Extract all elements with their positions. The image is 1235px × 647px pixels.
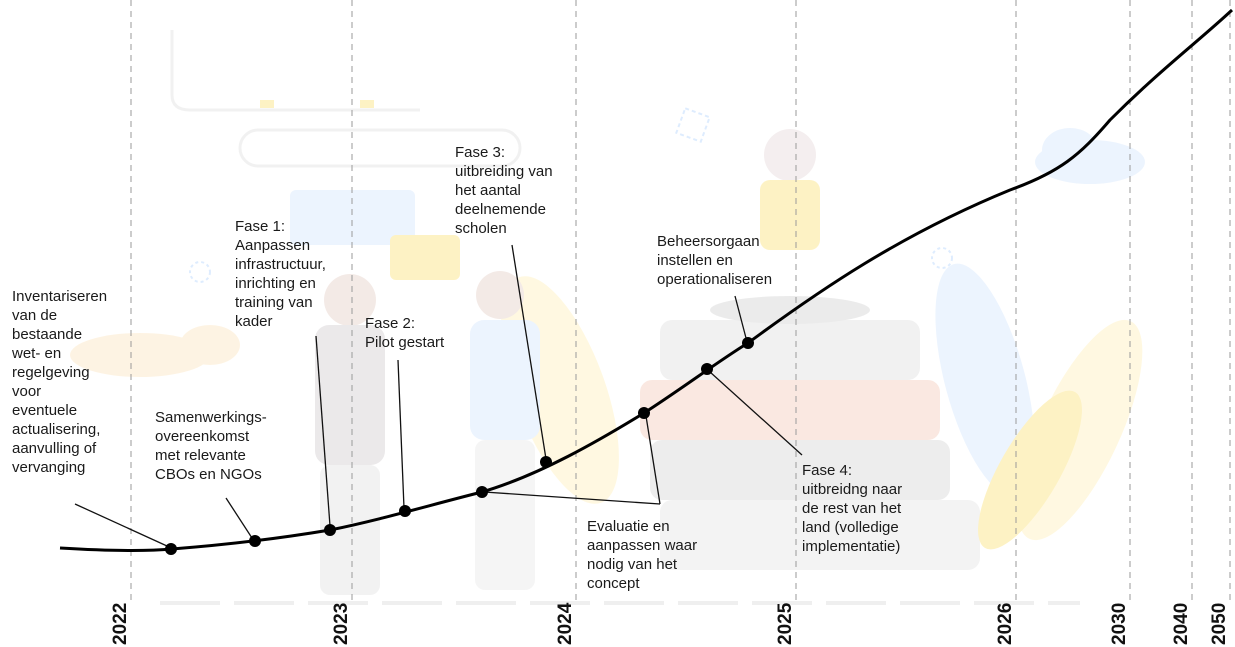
year-label-2025: 2025 (775, 602, 796, 645)
leader-lines (74, 244, 803, 547)
milestone-dots (165, 337, 754, 555)
annotation-beheersorgaan: Beheersorgaan instellen en operationalis… (657, 233, 773, 288)
milestone-dot-beheersorgaan (742, 337, 754, 349)
annotation-fase3: Fase 3: uitbreiding van het aantal deeln… (455, 144, 553, 237)
year-label-2050: 2050 (1209, 602, 1230, 645)
milestone-dot-fase1 (324, 524, 336, 536)
milestone-dot-evaluatie-1 (476, 486, 488, 498)
milestone-dot-fase3 (540, 456, 552, 468)
milestone-dot-fase4 (701, 363, 713, 375)
annotation-fase2: Fase 2: Pilot gestart (365, 315, 445, 351)
annotation-fase1: Fase 1: Aanpassen infrastructuur, inrich… (235, 218, 326, 330)
annotation-evaluatie: Evaluatie en aanpassen waar nodig van he… (587, 518, 698, 592)
year-label-2040: 2040 (1171, 602, 1192, 645)
milestone-dot-fase2 (399, 505, 411, 517)
year-label-2030: 2030 (1109, 602, 1130, 645)
year-label-2023: 2023 (331, 602, 352, 645)
milestone-dot-inventariseren (165, 543, 177, 555)
annotation-fase4: Fase 4: uitbreidng naar de rest van het … (802, 462, 903, 555)
milestone-dot-evaluatie-2 (638, 407, 650, 419)
milestone-dot-samenwerking (249, 535, 261, 547)
annotation-inventariseren: Inventariseren van de bestaande wet- en … (12, 288, 108, 476)
year-label-2026: 2026 (995, 602, 1016, 645)
year-label-2024: 2024 (555, 602, 576, 645)
year-gridlines (130, 0, 1231, 600)
annotation-samenwerking: Samenwerkings- overeenkomst met relevant… (155, 409, 267, 483)
growth-curve (59, 8, 1234, 552)
year-label-2022: 2022 (110, 602, 131, 645)
